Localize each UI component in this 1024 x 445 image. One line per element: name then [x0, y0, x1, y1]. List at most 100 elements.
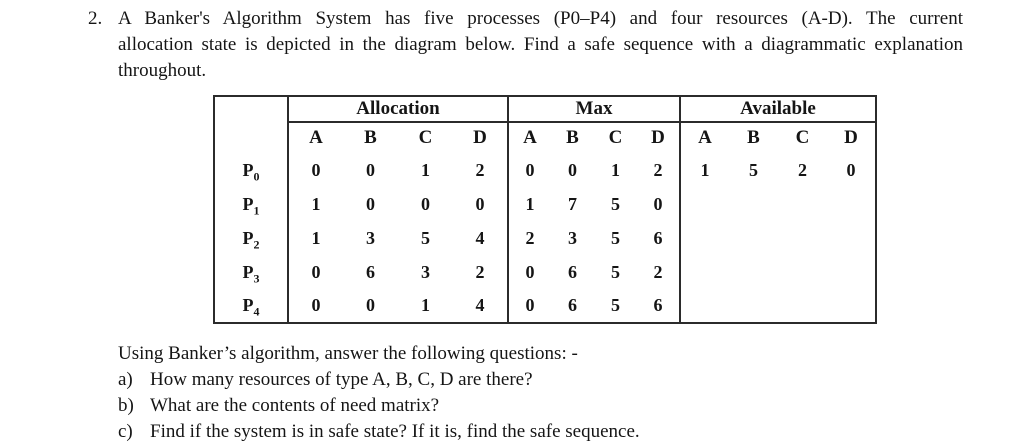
cell-p3-available-b [729, 255, 778, 289]
cell-p1-max-a: 1 [525, 193, 535, 214]
group-header-max: Max [508, 96, 681, 123]
cell-p2-allocation-d: 4 [453, 221, 509, 255]
cell-p1-max-b: 7 [568, 193, 577, 214]
cell-p4-available-a [680, 289, 729, 323]
col-header-max-a: A [523, 127, 537, 148]
cell-p1-allocation-a: 1 [311, 193, 321, 214]
process-label-p2: P2 [214, 221, 289, 255]
followup-item-c-label: c) [118, 421, 133, 442]
cell-p2-max-a: 2 [525, 227, 535, 248]
followup-item-b-text: What are the contents of need matrix? [150, 395, 440, 416]
cell-p1-max-c: 5 [611, 193, 620, 214]
cell-p4-allocation-b: 0 [366, 295, 375, 315]
cell-p2-allocation-c: 5 [421, 227, 430, 248]
cell-p0-allocation-d: 2 [453, 153, 509, 187]
cell-p1-allocation-c: 0 [421, 193, 430, 214]
followup-item-a: a) How many resources of type A, B, C, D… [118, 367, 1024, 393]
followup-item-c-text: Find if the system is in safe state? If … [150, 421, 640, 442]
process-label-p1: P1 [214, 187, 289, 221]
col-header-allocation-d: D [453, 122, 509, 153]
cell-p1-max-d: 0 [637, 187, 681, 221]
question-line-3: throughout. [118, 60, 207, 81]
cell-p4-available-b [729, 289, 778, 323]
cell-p0-available-c: 2 [798, 159, 807, 180]
cell-p0-available-d: 0 [846, 159, 856, 180]
process-label-p3: P3 [214, 255, 289, 289]
cell-p4-allocation-d: 4 [453, 289, 509, 323]
cell-p4-max-b: 6 [568, 295, 577, 315]
cell-p0-allocation-b: 0 [366, 159, 375, 180]
cell-p4-allocation-c: 1 [421, 295, 430, 315]
group-header-available: Available [680, 96, 876, 123]
col-header-allocation-a: A [309, 127, 323, 148]
table-subheader-row: A B C D A B C D A B C D [214, 122, 876, 153]
cell-p0-max-b: 0 [568, 159, 577, 180]
cell-p0-available-b: 5 [749, 159, 758, 180]
table-row-p0: P0 0 0 1 2 0 0 1 2 1 5 2 0 [214, 153, 876, 187]
cell-p2-max-d: 6 [637, 221, 681, 255]
cell-p1-available-b [729, 187, 778, 221]
process-label-p4: P4 [214, 289, 289, 323]
followup-intro: Using Banker’s algorithm, answer the fol… [118, 343, 578, 364]
table-row-p3: P3 0 6 3 2 0 6 5 2 [214, 255, 876, 289]
cell-p0-max-c: 1 [611, 159, 620, 180]
cell-p3-allocation-d: 2 [453, 255, 509, 289]
followup-item-a-label: a) [118, 369, 133, 390]
cell-p3-allocation-b: 6 [366, 261, 375, 282]
cell-p1-available-d [827, 187, 876, 221]
col-header-available-b: B [747, 127, 760, 148]
cell-p4-allocation-a: 0 [311, 295, 321, 315]
cell-p1-available-c [778, 187, 827, 221]
group-header-allocation: Allocation [288, 96, 509, 123]
followup-item-a-text: How many resources of type A, B, C, D ar… [150, 369, 533, 390]
cell-p4-max-d: 6 [637, 289, 681, 323]
cell-p3-allocation-c: 3 [421, 261, 430, 282]
followup-item-b-label: b) [118, 395, 134, 416]
cell-p3-available-a [680, 255, 729, 289]
followup-item-c: c) Find if the system is in safe state? … [118, 419, 1024, 445]
cell-p3-available-c [778, 255, 827, 289]
cell-p0-max-a: 0 [525, 159, 535, 180]
table-group-header-row: Allocation Max Available [214, 96, 876, 153]
col-header-available-c: C [795, 127, 810, 148]
cell-p0-max-d: 2 [637, 153, 681, 187]
cell-p2-available-b [729, 221, 778, 255]
cell-p2-available-d [827, 221, 876, 255]
question-line-1: A Banker's Algorithm System has five pro… [118, 8, 963, 29]
question-line-2: allocation state is depicted in the diag… [118, 34, 963, 55]
col-header-max-d: D [637, 122, 681, 153]
cell-p2-allocation-a: 1 [311, 227, 321, 248]
question-block: 2. A Banker's Algorithm System has five … [0, 0, 1024, 84]
followup-item-b: b) What are the contents of need matrix? [118, 393, 1024, 419]
process-label-p0: P0 [214, 153, 289, 187]
question-text: A Banker's Algorithm System has five pro… [118, 6, 963, 84]
cell-p1-allocation-b: 0 [366, 193, 375, 214]
table-row-p2: P2 1 3 5 4 2 3 5 6 [214, 221, 876, 255]
col-header-available-a: A [698, 127, 712, 148]
col-header-max-c: C [608, 127, 623, 148]
cell-p2-allocation-b: 3 [366, 227, 375, 248]
table-row-p4: P4 0 0 1 4 0 6 5 6 [214, 289, 876, 323]
col-header-max-b: B [566, 127, 579, 148]
col-header-available-d: D [844, 127, 858, 148]
col-header-allocation-b: B [364, 127, 377, 148]
cell-p4-available-d [827, 289, 876, 323]
cell-p3-allocation-a: 0 [311, 261, 321, 282]
cell-p2-available-a [680, 221, 729, 255]
cell-p3-max-a: 0 [525, 261, 535, 282]
allocation-table: Allocation Max Available A B C D A B C D… [213, 95, 877, 324]
cell-p2-max-c: 5 [611, 227, 620, 248]
followup-block: Using Banker’s algorithm, answer the fol… [118, 341, 1024, 445]
cell-p3-max-d: 2 [637, 255, 681, 289]
cell-p0-allocation-c: 1 [421, 159, 430, 180]
table-corner-cell [214, 96, 289, 153]
cell-p4-available-c [778, 289, 827, 323]
question-number: 2. [88, 8, 103, 29]
cell-p4-max-c: 5 [611, 295, 620, 315]
cell-p3-available-d [827, 255, 876, 289]
cell-p0-allocation-a: 0 [311, 159, 321, 180]
cell-p4-max-a: 0 [525, 295, 535, 315]
cell-p0-available-a: 1 [700, 159, 710, 180]
cell-p1-available-a [680, 187, 729, 221]
